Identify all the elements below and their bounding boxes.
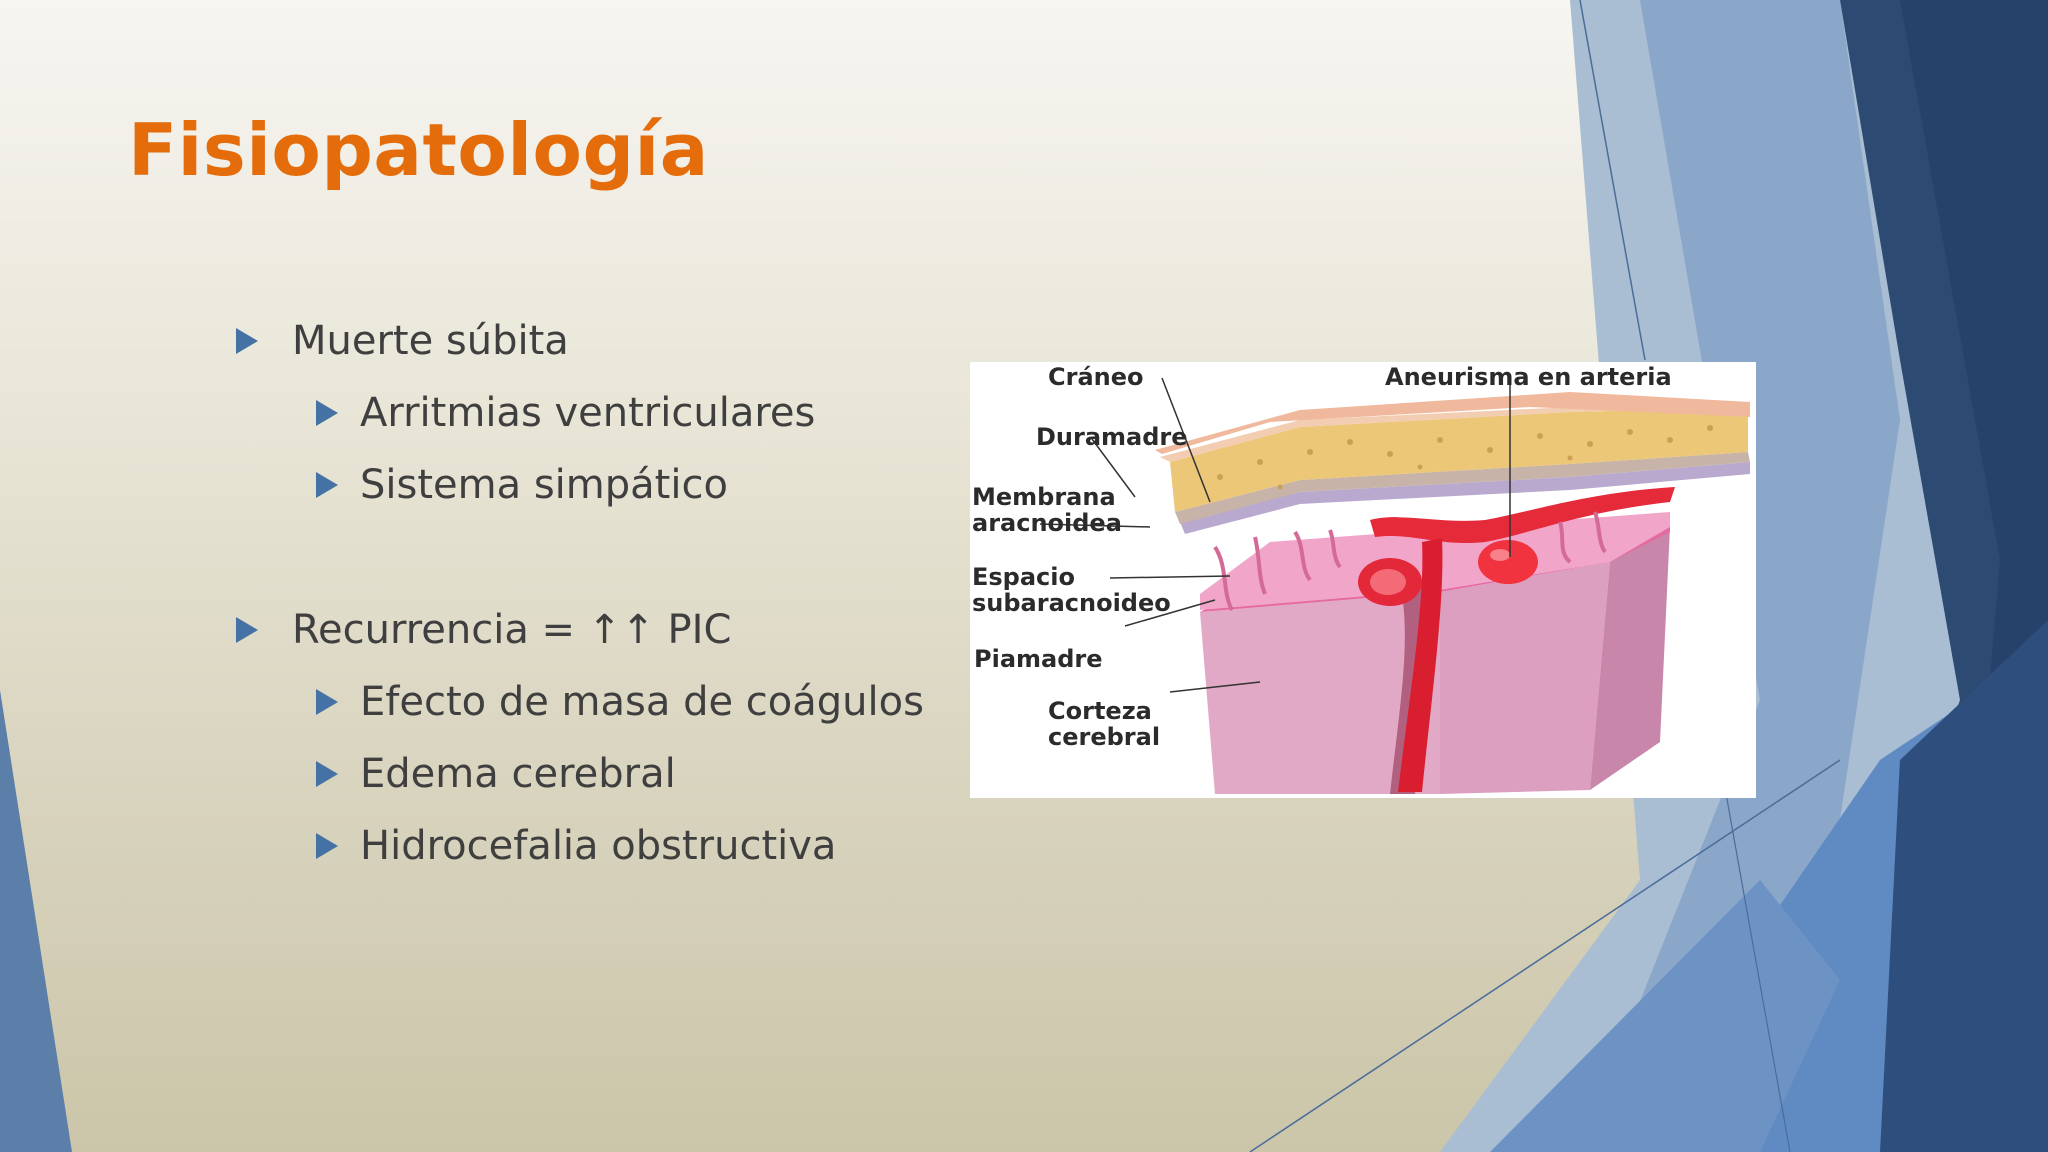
sub-bullet-text: Hidrocefalia obstructiva [360,823,837,869]
label-corteza: Corteza [1048,697,1152,725]
deco-line-2 [1249,759,1841,1152]
sub-bullet-text: Edema cerebral [360,751,676,797]
triangle-right-icon [316,472,338,498]
triangle-right-icon [316,689,338,715]
aneurysm [1478,540,1538,584]
sub-bullet-item: Sistema simpático [232,449,952,521]
trabeculae [1213,511,1607,611]
skull-bone [1170,407,1748,512]
bullet-item: Recurrencia = ↑↑ PIC [232,594,952,666]
label-membrana: Membrana [972,483,1116,511]
label-aneurisma: Aneurisma en arteria [1385,363,1672,391]
label-piamadre: Piamadre [974,645,1103,673]
leader-lines [1039,377,1511,693]
bullet-text: Muerte súbita [292,318,569,364]
deco-line-1 [1579,0,1646,361]
bullet-text: Recurrencia = ↑↑ PIC [292,607,732,653]
bullet-list: Muerte súbita Arritmias ventriculares Si… [232,305,952,882]
sub-bullet-text: Sistema simpático [360,462,728,508]
spacer [232,521,952,594]
left-blue-wedge [0,690,72,1152]
triangle-right-icon [316,400,338,426]
slide-title: Fisiopatología [128,108,709,192]
label-espacio: Espacio [972,563,1075,591]
dura-layer [1175,452,1750,524]
skin-layer [1155,392,1750,454]
arachnoid-layer [1180,462,1750,534]
label-craneo: Cráneo [1048,363,1144,391]
triangle-right-icon [316,833,338,859]
meninges-anatomy-figure: Cráneo Aneurisma en arteria Duramadre Me… [970,362,1756,798]
cortex-block-front-2 [1440,562,1610,794]
sub-bullet-text: Arritmias ventriculares [360,390,816,436]
triangle-right-icon [316,761,338,787]
sub-bullet-item: Efecto de masa de coágulos [232,666,952,738]
artery-branch [1398,538,1443,792]
cortex-block-side [1590,527,1670,790]
triangle-right-icon [236,328,258,354]
sub-bullet-text: Efecto de masa de coágulos [360,679,924,725]
artery-vessel [1370,487,1675,544]
deco-line-3 [1719,759,1791,1152]
label-duramadre: Duramadre [1036,423,1188,451]
right-bright-panel-2 [1490,880,1840,1152]
label-subaracnoideo: subaracnoideo [972,589,1171,617]
label-aracnoidea: aracnoidea [972,509,1122,537]
cortex-block-front [1200,592,1440,794]
label-cerebral: cerebral [1048,723,1161,751]
right-navy-panel [1880,620,2048,1152]
meninges-illustration [1039,377,1750,794]
sub-bullet-item: Arritmias ventriculares [232,377,952,449]
sub-bullet-item: Edema cerebral [232,738,952,810]
bone-texture [1217,425,1713,490]
triangle-right-icon [236,617,258,643]
sub-bullet-item: Hidrocefalia obstructiva [232,810,952,882]
artery-lumen [1370,569,1406,595]
bullet-item: Muerte súbita [232,305,952,377]
